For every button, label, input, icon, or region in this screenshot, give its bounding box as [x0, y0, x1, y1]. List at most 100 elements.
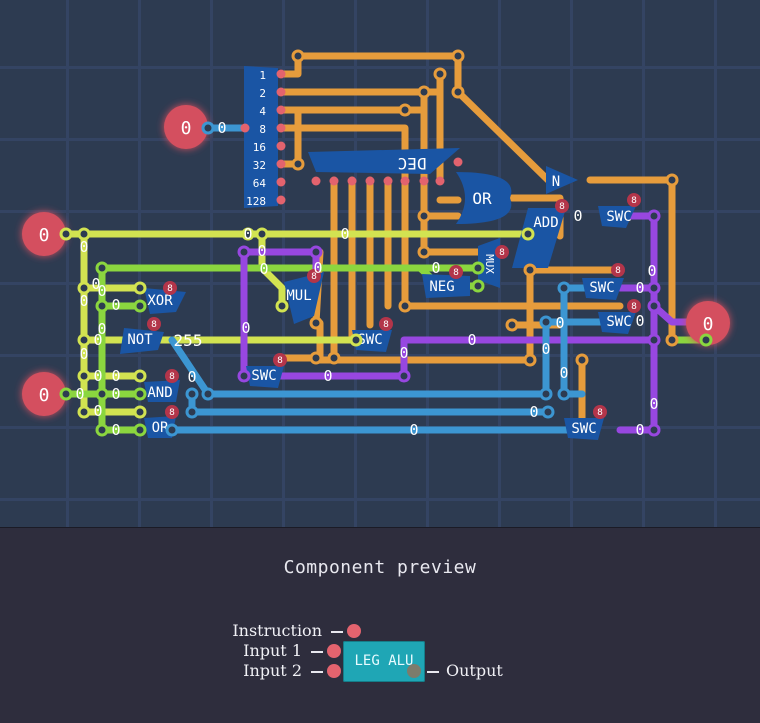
svg-text:8: 8	[499, 248, 505, 258]
wires-green	[62, 264, 710, 434]
swc-switch-3[interactable]: SWC	[598, 312, 636, 334]
preview-pin-input-2[interactable]	[327, 664, 341, 678]
width-badge: 8	[627, 299, 641, 313]
wire-value: 0	[93, 367, 102, 385]
component-preview-title: Component preview	[283, 557, 477, 578]
wires-lime	[62, 230, 532, 416]
svg-text:AND: AND	[147, 385, 172, 401]
neg-gate[interactable]: NEG	[422, 274, 470, 298]
svg-text:XOR: XOR	[147, 293, 173, 309]
width-badge: 8	[165, 405, 179, 419]
bit-32: 32	[253, 159, 266, 172]
output-node[interactable]	[686, 301, 730, 345]
svg-text:8: 8	[277, 356, 283, 366]
preview-output-label: Output	[446, 661, 503, 680]
svg-text:8: 8	[559, 202, 565, 212]
output-value: 0	[703, 314, 714, 335]
xor-gate[interactable]: XOR	[144, 288, 186, 314]
n-gate[interactable]: N	[546, 166, 578, 194]
bit-splitter[interactable]: 1 2 4 8 16 32 64 128	[244, 66, 278, 208]
svg-text:ADD: ADD	[533, 215, 558, 231]
svg-text:OR: OR	[472, 189, 492, 208]
wire-value: 0	[467, 331, 476, 349]
preview-pin-instruction[interactable]	[347, 624, 361, 638]
wire-value: 0	[647, 262, 656, 280]
swc-switch-4[interactable]: SWC	[352, 330, 392, 352]
or-gate-big[interactable]: OR	[456, 172, 512, 224]
mul-gate[interactable]: MUL	[284, 272, 324, 324]
svg-text:NOT: NOT	[127, 332, 153, 348]
preview-pin-output[interactable]	[407, 664, 421, 678]
constant-255: 255	[174, 331, 203, 350]
width-badge: 8	[627, 193, 641, 207]
wire-value: 0	[79, 238, 88, 256]
input-2-node[interactable]	[22, 372, 66, 416]
swc-switch-6[interactable]: SWC	[564, 418, 604, 440]
preview-dash	[331, 631, 343, 633]
dec-gate[interactable]: DEC	[308, 148, 460, 174]
wire-value-labels: 0 0 0 0 0 0 0 0 0 0 0 0 0 0 0 0 0 0 0 0 …	[75, 119, 658, 439]
wire-value: 0	[79, 292, 88, 310]
bit-2: 2	[259, 87, 266, 100]
wire-value: 0	[559, 364, 568, 382]
wire-value: 0	[111, 421, 120, 439]
svg-text:SWC: SWC	[251, 368, 276, 384]
component-preview-panel: Component preview Instruction Input 1 In…	[0, 527, 760, 723]
wire-value: 0	[635, 421, 644, 439]
width-badge: 8	[379, 317, 393, 331]
wire-value: 0	[111, 385, 120, 403]
width-badge: 8	[147, 317, 161, 331]
circuit-canvas[interactable]: 0 0 0 0 1 2 4 8 16 32 64 128 DEC OR N AD…	[0, 0, 760, 527]
instruction-input-node[interactable]	[164, 105, 208, 149]
bit-128: 128	[246, 195, 266, 208]
wire-value: 0	[93, 402, 102, 420]
wire-value: 0	[431, 259, 440, 277]
instruction-value: 0	[181, 118, 192, 139]
wire-value: 0	[241, 319, 250, 337]
svg-text:8: 8	[631, 196, 637, 206]
circuit-board[interactable]: 0 0 0 0 1 2 4 8 16 32 64 128 DEC OR N AD…	[0, 0, 760, 527]
not-gate[interactable]: NOT	[120, 328, 164, 354]
preview-input-1-label: Input 1	[243, 641, 302, 660]
preview-input-2-label: Input 2	[243, 661, 302, 680]
svg-text:MUL: MUL	[286, 288, 311, 304]
preview-pin-input-1[interactable]	[327, 644, 341, 658]
svg-text:8: 8	[311, 272, 317, 282]
input-2-value: 0	[39, 385, 50, 406]
svg-text:SWC: SWC	[571, 421, 596, 437]
wire-value: 0	[93, 331, 102, 349]
wire-value: 0	[217, 119, 226, 137]
wire-value: 0	[97, 320, 106, 338]
swc-switch-1[interactable]: SWC	[598, 206, 636, 228]
svg-text:DEC: DEC	[398, 154, 427, 173]
bit-8: 8	[259, 123, 266, 136]
svg-text:8: 8	[383, 320, 389, 330]
wire-value: 0	[635, 279, 644, 297]
swc-switch-2[interactable]: SWC	[582, 278, 624, 300]
decoder-pins[interactable]	[240, 69, 463, 205]
wire-value: 0	[399, 344, 408, 362]
preview-component-name: LEG ALU	[354, 653, 414, 669]
svg-text:SWC: SWC	[606, 314, 631, 330]
width-badge: 8	[165, 369, 179, 383]
wire-value: 0	[323, 367, 332, 385]
swc-switch-5[interactable]: SWC	[246, 366, 284, 388]
preview-dash	[427, 671, 439, 673]
io-pins[interactable]	[22, 105, 730, 416]
bit-4: 4	[259, 105, 266, 118]
wire-value: 0	[555, 314, 564, 332]
wire-value: 0	[187, 368, 196, 386]
svg-text:NEG: NEG	[429, 279, 454, 295]
mux-gate[interactable]: MUX	[478, 238, 500, 288]
wire-value: 0	[541, 340, 550, 358]
add-gate[interactable]: ADD	[512, 208, 566, 268]
wire-value: 0	[75, 385, 84, 403]
wire-value: 0	[257, 242, 266, 260]
wire-value: 0	[79, 345, 88, 363]
input-1-node[interactable]	[22, 212, 66, 256]
wire-value: 0	[635, 312, 644, 330]
width-badge: 8	[593, 405, 607, 419]
wire-value: 0	[529, 403, 538, 421]
and-gate[interactable]: AND	[144, 380, 180, 402]
wire-value: 0	[573, 207, 582, 225]
